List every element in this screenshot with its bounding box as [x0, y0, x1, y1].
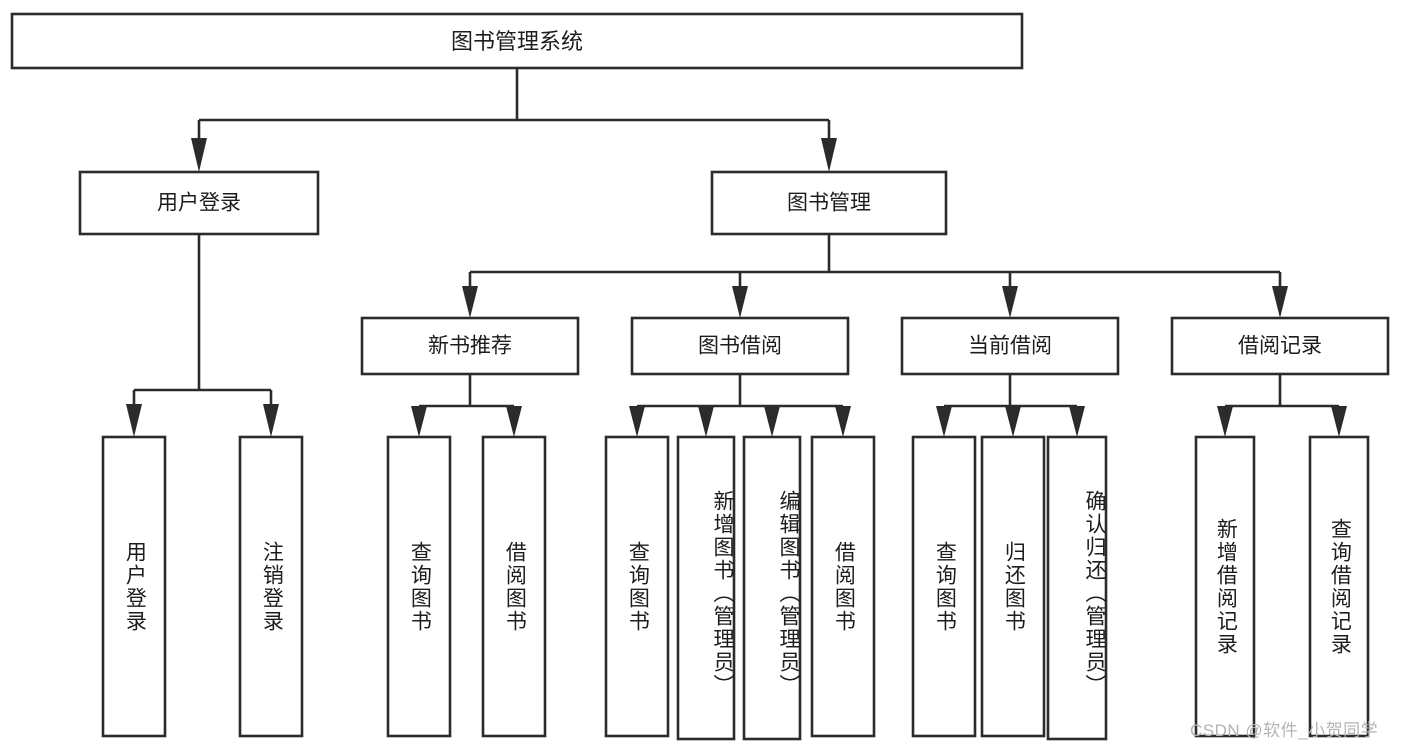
leaf-edit-book-box[interactable]	[742, 435, 802, 741]
node-root-label: 图书管理系统	[451, 29, 583, 54]
arrow-head-icon	[936, 406, 952, 437]
arrow-head-icon	[732, 286, 748, 318]
node-book-borrow-label: 图书借阅	[698, 335, 782, 358]
node-new-book-recommend-label: 新书推荐	[428, 335, 512, 358]
leaf-confirm-return-box[interactable]	[1046, 435, 1108, 741]
node-user-login-label: 用户登录	[157, 192, 241, 215]
arrow-head-icon	[411, 406, 427, 437]
connector-root-to-level2	[191, 68, 837, 172]
arrow-head-icon	[1331, 406, 1347, 437]
leaf-add-record-box[interactable]	[1194, 435, 1256, 738]
leaf-query-record-box[interactable]	[1308, 435, 1370, 738]
connector-user-login-to-leaves	[126, 234, 279, 437]
leaf-user-login-box[interactable]	[101, 435, 167, 738]
node-root[interactable]: 图书管理系统	[10, 12, 1024, 70]
arrow-head-icon	[1069, 406, 1085, 437]
arrow-head-icon	[821, 138, 837, 172]
arrow-head-icon	[1002, 286, 1018, 318]
node-current-borrow-box[interactable]	[900, 316, 1120, 376]
arrow-head-icon	[462, 286, 478, 318]
connector-new-book-recommend-to-leaves	[411, 374, 522, 437]
leaf-query-book-2-box[interactable]	[604, 435, 670, 738]
arrow-head-icon	[629, 406, 645, 437]
leaf-query-book-3-box[interactable]	[911, 435, 977, 738]
arrow-head-icon	[1272, 286, 1288, 318]
csdn-watermark: CSDN @软件_小贺同学	[1190, 721, 1379, 740]
leaf-borrow-book-1-box[interactable]	[481, 435, 547, 738]
leaf-borrow-book-2-box[interactable]	[810, 435, 876, 738]
connector-borrow-record-to-leaves	[1217, 374, 1347, 437]
arrow-head-icon	[263, 404, 279, 437]
leaf-return-book-box[interactable]	[980, 435, 1046, 738]
leaf-add-book-box[interactable]	[676, 435, 736, 741]
node-book-management[interactable]: 图书管理	[710, 170, 948, 236]
node-current-borrow[interactable]: 当前借阅	[900, 316, 1120, 376]
arrow-head-icon	[506, 406, 522, 437]
arrow-head-icon	[764, 406, 780, 437]
node-current-borrow-label: 当前借阅	[968, 335, 1052, 358]
node-borrow-record[interactable]: 借阅记录	[1170, 316, 1390, 376]
leaf-user-logout-box[interactable]	[238, 435, 304, 738]
node-new-book-recommend-box[interactable]	[360, 316, 580, 376]
node-new-book-recommend[interactable]: 新书推荐	[360, 316, 580, 376]
arrow-head-icon	[126, 404, 142, 437]
arrow-head-icon	[1217, 406, 1233, 437]
node-borrow-record-label: 借阅记录	[1238, 335, 1322, 358]
arrow-head-icon	[835, 406, 851, 437]
node-user-login-box[interactable]	[78, 170, 320, 236]
connector-book-borrow-to-leaves	[629, 374, 851, 437]
node-user-login[interactable]: 用户登录	[78, 170, 320, 236]
node-book-management-label: 图书管理	[787, 192, 871, 215]
leaf-query-book-1-box[interactable]	[386, 435, 452, 738]
connector-current-borrow-to-leaves	[936, 374, 1085, 437]
arrow-head-icon	[191, 138, 207, 172]
arrow-head-icon	[1005, 406, 1021, 437]
connector-book-management-to-level3	[462, 234, 1288, 318]
arrow-head-icon	[698, 406, 714, 437]
node-root-box[interactable]	[10, 12, 1024, 70]
node-book-borrow[interactable]: 图书借阅	[630, 316, 850, 376]
